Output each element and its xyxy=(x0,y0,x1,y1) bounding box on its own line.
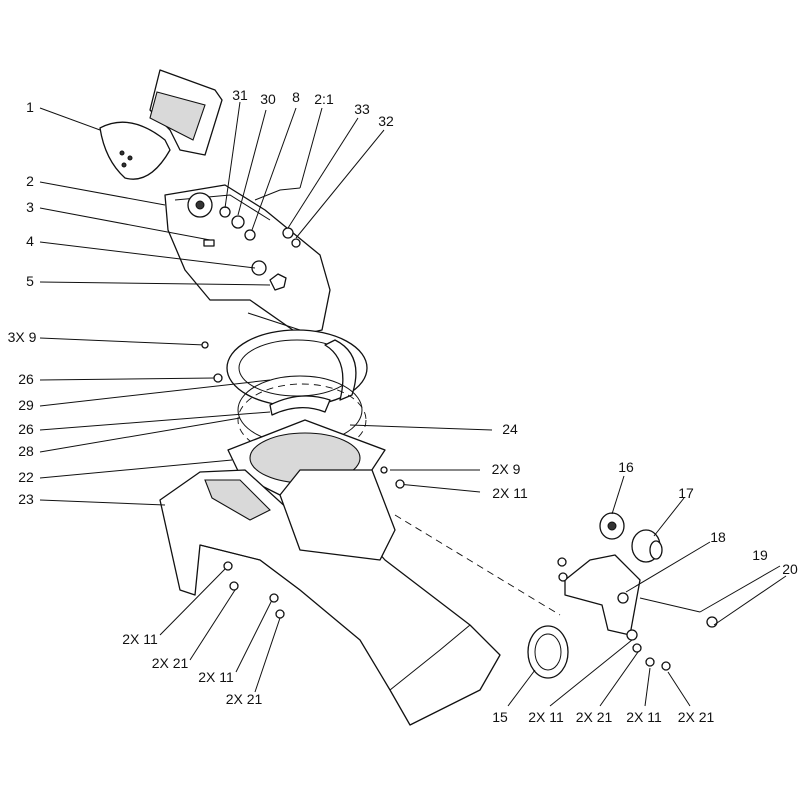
callout-1: 1 xyxy=(26,99,34,115)
callout-32: 32 xyxy=(378,113,394,129)
callout-33: 33 xyxy=(354,101,370,117)
callout-labels: 1 2 3 4 5 3X 9 26 29 26 28 22 23 31 30 8… xyxy=(8,87,798,725)
chute-deflector xyxy=(99,69,223,180)
callout-31: 31 xyxy=(232,87,248,103)
callout-2x11-right-a: 2X 11 xyxy=(528,709,564,725)
auger-housing xyxy=(159,469,501,726)
callout-2x11-left-a: 2X 11 xyxy=(122,631,158,647)
callout-2x11-left-b: 2X 11 xyxy=(198,669,234,685)
callout-26-lower: 26 xyxy=(18,421,34,437)
callout-2x21-left-b: 2X 21 xyxy=(226,691,263,707)
callout-23: 23 xyxy=(18,491,34,507)
callout-24: 24 xyxy=(502,421,518,437)
callout-20: 20 xyxy=(782,561,798,577)
callout-2-1: 2:1 xyxy=(314,91,334,107)
callout-2x21-left-a: 2X 21 xyxy=(152,655,189,671)
callout-5: 5 xyxy=(26,273,34,289)
callout-2x11-ring: 2X 11 xyxy=(492,485,528,501)
callout-2x21-right-a: 2X 21 xyxy=(576,709,613,725)
upper-chute xyxy=(164,184,331,336)
callout-2x21-right-b: 2X 21 xyxy=(678,709,715,725)
callout-18: 18 xyxy=(710,529,726,545)
callout-8: 8 xyxy=(292,89,300,105)
callout-2x11-right-b: 2X 11 xyxy=(626,709,662,725)
callout-29: 29 xyxy=(18,397,34,413)
callout-2x9: 2X 9 xyxy=(492,461,521,477)
callout-15: 15 xyxy=(492,709,508,725)
callout-28: 28 xyxy=(18,443,34,459)
callout-3x9: 3X 9 xyxy=(8,329,37,345)
callout-19: 19 xyxy=(752,547,768,563)
callout-3: 3 xyxy=(26,199,34,215)
callout-17: 17 xyxy=(678,485,694,501)
leader-lines xyxy=(39,101,787,707)
callout-26-upper: 26 xyxy=(18,371,34,387)
callout-22: 22 xyxy=(18,469,34,485)
callout-2: 2 xyxy=(26,173,34,189)
callout-30: 30 xyxy=(260,91,276,107)
callout-4: 4 xyxy=(26,233,34,249)
gear-bracket-assembly xyxy=(527,512,718,679)
callout-16: 16 xyxy=(618,459,634,475)
